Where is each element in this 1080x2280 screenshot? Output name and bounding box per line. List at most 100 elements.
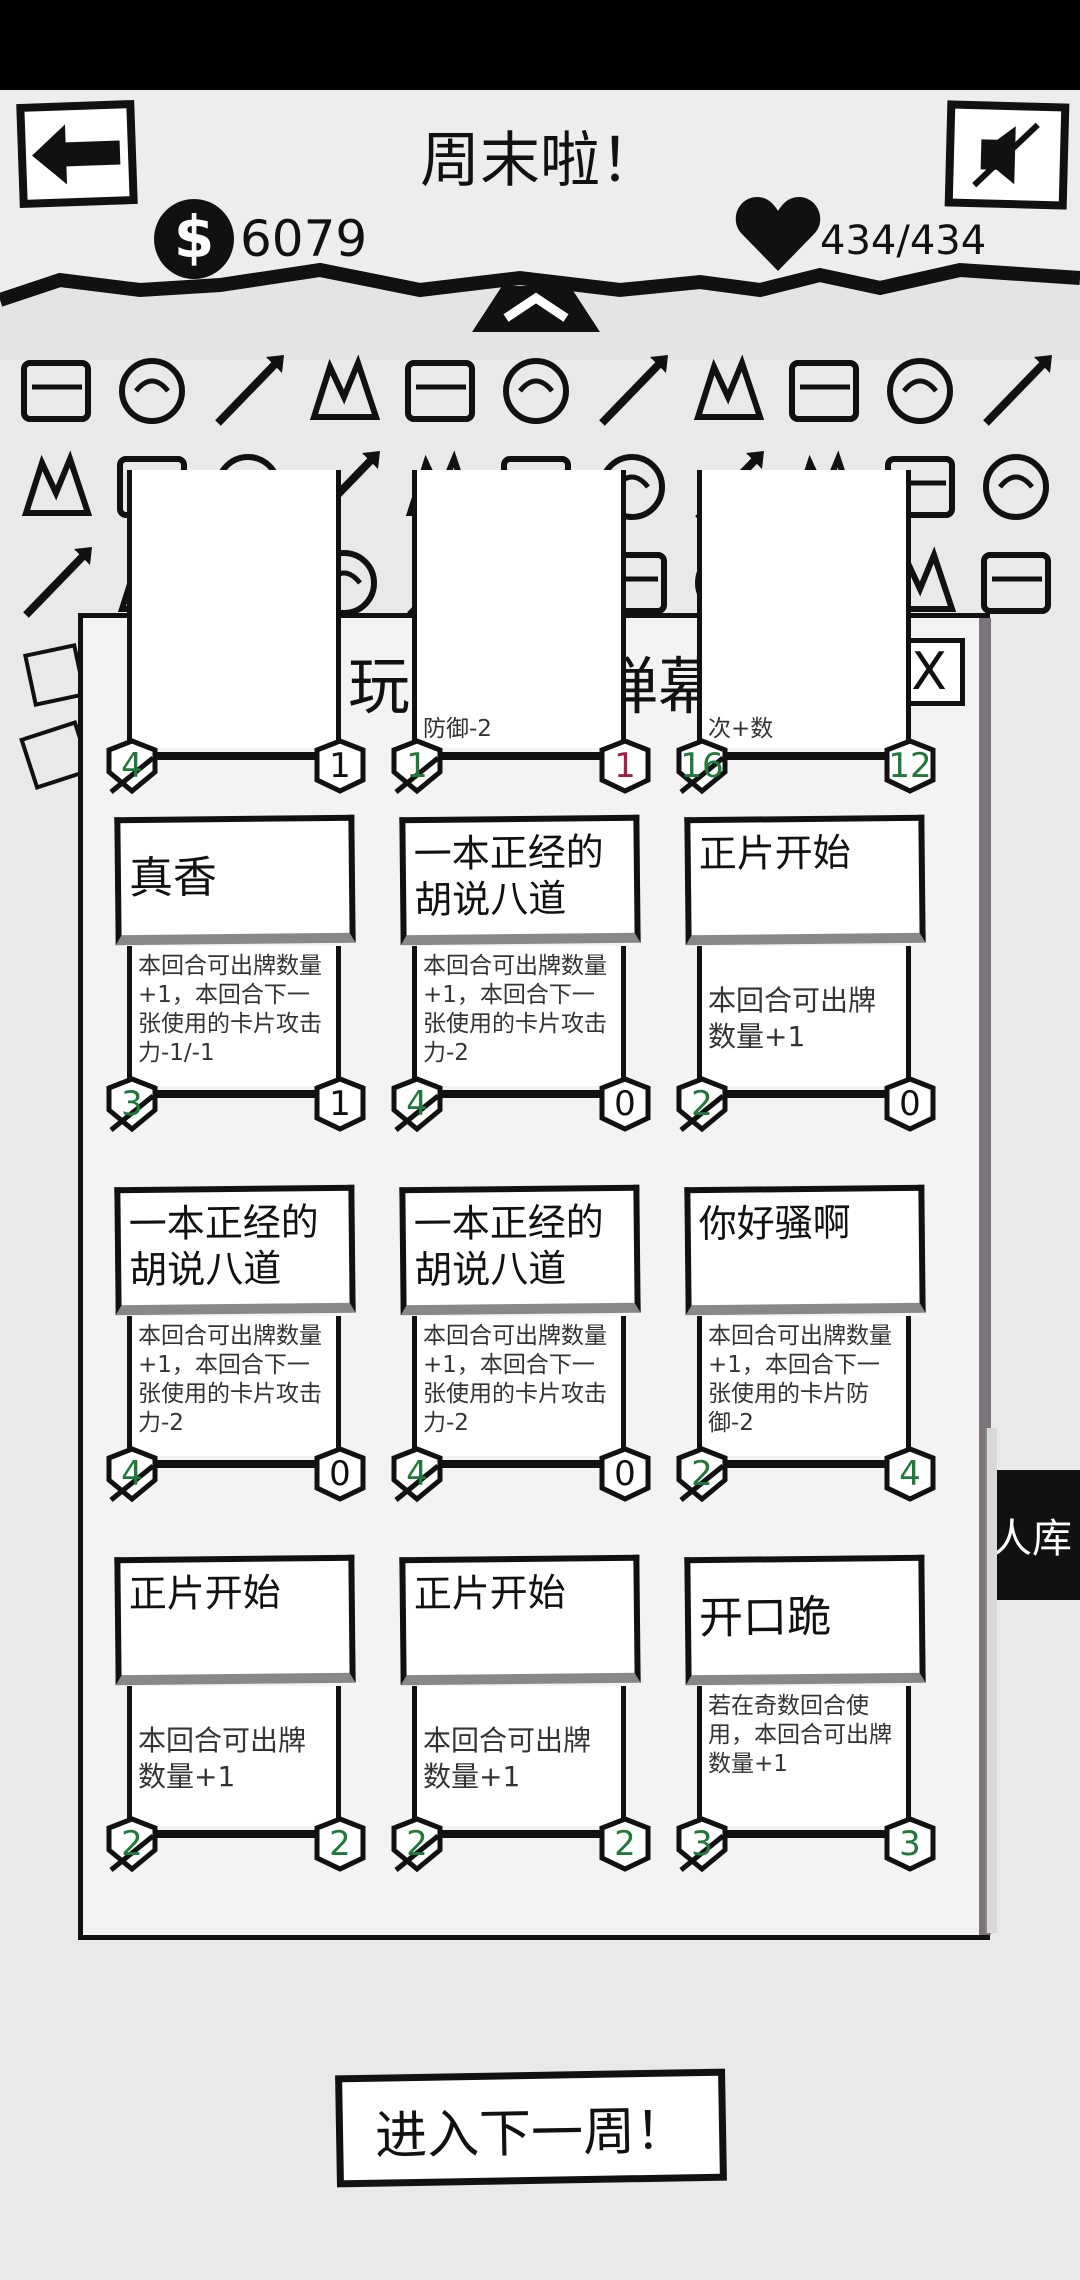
card-description: 本回合可出牌数量+1 xyxy=(127,1686,341,1826)
cup-icon xyxy=(10,441,102,533)
tire-icon xyxy=(490,345,582,437)
next-week-button[interactable]: 进入下一周！ xyxy=(335,2068,727,2188)
card-base xyxy=(430,1090,610,1098)
defense-badge: 12 xyxy=(883,738,937,794)
back-arrow-icon xyxy=(32,124,121,185)
close-icon: X xyxy=(911,642,947,702)
defense-badge: 2 xyxy=(313,1816,367,1872)
next-week-label: 进入下一周！ xyxy=(374,2100,688,2167)
card-description: 若在奇数回合使用，本回合可出牌数量+1 xyxy=(697,1686,911,1826)
card-description: 本回合可出牌数量+1，本回合下一张使用的卡片防御-2 xyxy=(697,1316,911,1456)
status-bar xyxy=(0,0,1080,90)
card-description: 本回合可出牌数量+1，本回合下一张使用的卡片攻击力-1/-1 xyxy=(127,946,341,1086)
sword-icon xyxy=(586,345,678,437)
attack-badge: 2 xyxy=(675,1446,729,1503)
card-name: 一本正经的胡说八道 xyxy=(399,814,641,946)
card-description xyxy=(127,470,341,748)
card-name: 一本正经的胡说八道 xyxy=(114,1184,356,1316)
card-description: 次+数 xyxy=(697,470,911,748)
attack-badge: 2 xyxy=(105,1816,159,1873)
defense-badge: 3 xyxy=(883,1816,937,1872)
attack-badge: 2 xyxy=(390,1816,444,1873)
heart-icon xyxy=(735,197,821,271)
attack-badge: 4 xyxy=(390,1076,444,1133)
card-name: 正片开始 xyxy=(399,1554,641,1686)
card-description: 本回合可出牌数量+1，本回合下一张使用的卡片攻击力-2 xyxy=(127,1316,341,1456)
card-base xyxy=(715,1090,895,1098)
attack-badge: 2 xyxy=(675,1076,729,1133)
svg-text:$: $ xyxy=(174,203,214,271)
book-icon xyxy=(394,345,486,437)
library-button[interactable]: 人库 xyxy=(990,1470,1080,1600)
mute-button[interactable] xyxy=(944,100,1070,210)
defense-badge: 2 xyxy=(598,1816,652,1872)
attack-badge: 4 xyxy=(105,738,159,795)
chevron-up-icon xyxy=(503,292,569,322)
card-base xyxy=(715,1460,895,1468)
dagger-icon xyxy=(10,537,102,629)
card-name: 一本正经的胡说八道 xyxy=(399,1184,641,1316)
card-description: 本回合可出牌数量+1 xyxy=(412,1686,626,1826)
wing-right-icon xyxy=(778,345,870,437)
fish-icon xyxy=(874,345,966,437)
wing-left-icon xyxy=(682,345,774,437)
hp-value: 434/434 xyxy=(820,218,987,264)
card-base xyxy=(145,1460,325,1468)
card-description: 防御-2 xyxy=(412,470,626,748)
defense-badge: 1 xyxy=(313,1076,367,1132)
attack-badge: 4 xyxy=(105,1446,159,1503)
card-description: 本回合可出牌数量+1，本回合下一张使用的卡片攻击力-2 xyxy=(412,1316,626,1456)
card-name: 真香 xyxy=(114,814,356,946)
sound-muted-icon xyxy=(972,122,1040,188)
page-title: 周末啦！ xyxy=(420,126,660,196)
attack-badge: 3 xyxy=(675,1816,729,1873)
card-name: 开口跪 xyxy=(684,1554,926,1686)
knife-icon xyxy=(970,345,1062,437)
coin-icon: $ xyxy=(154,199,234,279)
attack-badge: 1 xyxy=(390,738,444,795)
defense-badge: 1 xyxy=(313,738,367,794)
card-name: 你好骚啊 xyxy=(684,1184,926,1316)
defense-badge: 0 xyxy=(313,1446,367,1502)
kimono-icon xyxy=(202,345,294,437)
collapse-button[interactable] xyxy=(462,272,610,338)
card-base xyxy=(145,752,325,760)
vending-machine-icon xyxy=(106,345,198,437)
card-description: 本回合可出牌数量+1 xyxy=(697,946,911,1086)
card-description: 本回合可出牌数量+1，本回合下一张使用的卡片攻击力-2 xyxy=(412,946,626,1086)
attack-badge: 3 xyxy=(105,1076,159,1133)
attack-badge: 4 xyxy=(390,1446,444,1503)
attack-badge: 16 xyxy=(675,738,729,795)
defense-badge: 4 xyxy=(883,1446,937,1502)
scrollbar-thumb[interactable] xyxy=(985,1428,997,1933)
rabbit-icon xyxy=(970,537,1062,629)
card-base xyxy=(145,1090,325,1098)
back-button[interactable] xyxy=(16,99,138,209)
bicycle-icon xyxy=(298,345,390,437)
defense-badge: 0 xyxy=(598,1076,652,1132)
defense-badge: 0 xyxy=(883,1076,937,1132)
card-base xyxy=(430,1830,610,1838)
card-name: 正片开始 xyxy=(114,1554,356,1686)
defense-badge: 1 xyxy=(598,738,652,794)
card-base xyxy=(145,1830,325,1838)
card-base xyxy=(430,752,610,760)
library-button-label: 人库 xyxy=(992,1516,1072,1562)
coin-count: 6079 xyxy=(240,210,368,268)
snack-cart-icon xyxy=(10,345,102,437)
owned-cards-dialog: 玩家拥有弹幕 X 41防御-211次+数1612真香本回合可出牌数量+1，本回合… xyxy=(78,470,997,1940)
card-name: 正片开始 xyxy=(684,814,926,946)
